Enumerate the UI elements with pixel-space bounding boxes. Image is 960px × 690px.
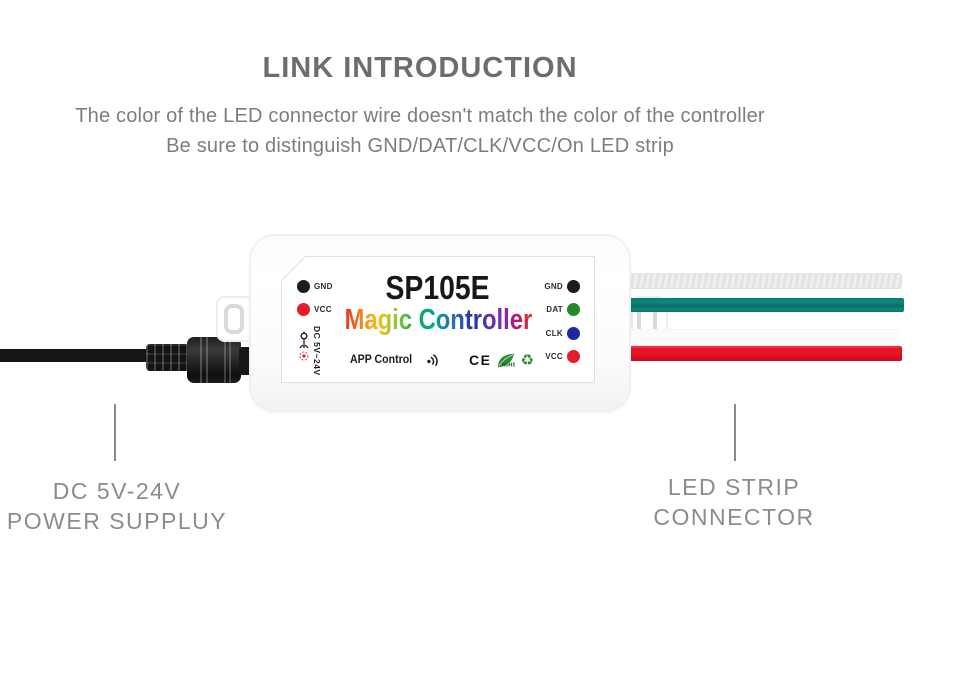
clk-pin-dot <box>567 326 580 340</box>
header: LINK INTRODUCTION The color of the LED c… <box>0 52 840 161</box>
dc-polarity-icon <box>297 331 311 363</box>
pin-label: GND <box>314 281 333 291</box>
recycle-icon: ♻ <box>520 350 534 369</box>
pointer-line-power <box>114 404 116 461</box>
page-title: LINK INTRODUCTION <box>262 52 578 84</box>
pin-label: GND <box>544 281 563 291</box>
pin-left-vcc: VCC <box>297 302 332 316</box>
led-strip-caption: LED STRIP CONNECTOR <box>614 472 854 532</box>
pin-right-vcc: VCC <box>545 349 580 363</box>
pointer-line-led <box>734 404 736 461</box>
wifi-signal-icon <box>426 353 441 368</box>
mounting-hole-left <box>224 304 244 334</box>
sp105e-controller: SP105E Magic Controller GND VCC <box>249 234 631 412</box>
model-number: SP105E <box>385 269 491 306</box>
pin-label: VCC <box>545 351 563 361</box>
app-control-label: APP Control <box>350 354 413 366</box>
pin-label: CLK <box>545 328 563 338</box>
rohs-label: RoHS <box>502 362 515 368</box>
pin-right-gnd: GND <box>544 279 580 293</box>
ce-mark: CE <box>469 352 492 368</box>
pin-left-gnd: GND <box>297 279 333 293</box>
vcc-pin-dot <box>567 349 580 363</box>
power-caption-line1: DC 5V-24V <box>52 478 182 504</box>
cable-strain-relief <box>146 344 190 371</box>
pin-right-dat: DAT <box>546 302 580 316</box>
dc-plug-barrel <box>187 337 241 383</box>
pin-label: DAT <box>546 304 563 314</box>
led-wire-green-dat <box>620 298 904 312</box>
pin-right-clk: CLK <box>546 326 580 340</box>
pin-label: VCC <box>314 304 332 314</box>
brand-row: Magic Controller <box>281 304 595 337</box>
power-caption-line2: POWER SUPPLUY <box>6 508 228 534</box>
led-caption-line2: CONNECTOR <box>653 504 815 530</box>
gnd-pin-dot <box>297 279 310 293</box>
subtitle-line-1: The color of the LED connector wire does… <box>75 105 765 127</box>
model-row: SP105E <box>281 269 595 306</box>
led-wire-white-clk <box>620 329 900 347</box>
vcc-pin-dot <box>297 302 310 316</box>
dat-pin-dot <box>567 302 580 316</box>
power-supply-caption: DC 5V-24V POWER SUPPLUY <box>0 476 234 536</box>
rohs-leaf-icon: RoHS <box>496 352 515 369</box>
led-wire-red-vcc <box>620 346 902 361</box>
led-wire-white-gnd <box>620 273 902 289</box>
subtitle-line-2: Be sure to distinguish GND/DAT/CLK/VCC/O… <box>166 135 674 157</box>
app-control-row: APP Control <box>350 351 441 369</box>
brand-name: Magic Controller <box>344 304 532 336</box>
gnd-pin-dot <box>567 279 580 293</box>
dc-rating: DC 5V~24V <box>312 326 322 376</box>
certifications-row: CE RoHS ♻ <box>469 350 534 370</box>
led-caption-line1: LED STRIP <box>667 474 801 500</box>
controller-label: SP105E Magic Controller GND VCC <box>281 256 595 383</box>
power-cable <box>0 349 152 362</box>
